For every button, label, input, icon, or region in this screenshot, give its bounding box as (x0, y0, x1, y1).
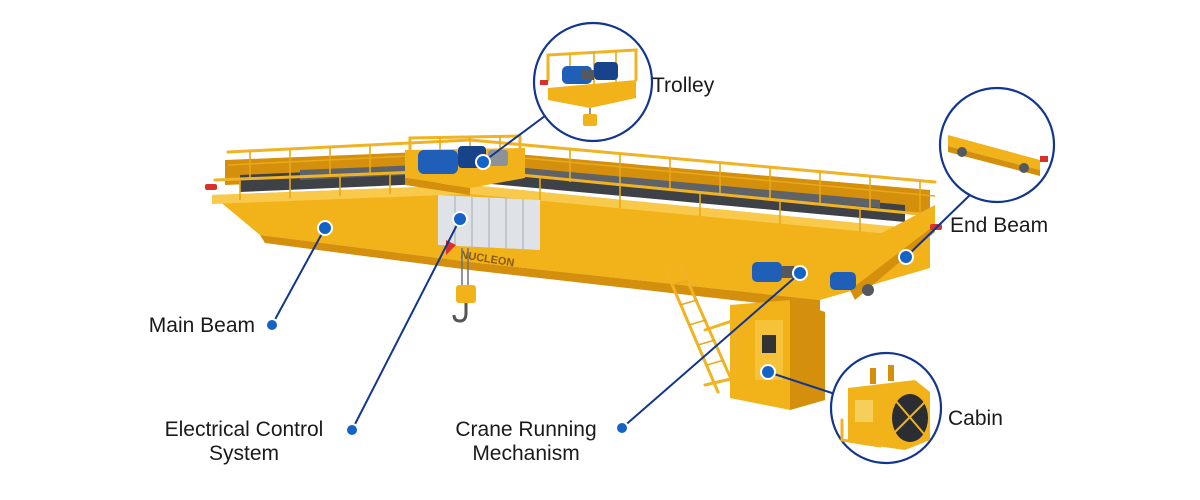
trolley-shape (405, 134, 525, 195)
cabin-callout: Cabin (760, 351, 1003, 465)
ladder-stairs (663, 262, 737, 394)
buffer-left (205, 184, 217, 190)
electrical-leader (351, 218, 461, 431)
running-mechanism-marker (792, 265, 808, 281)
electrical-label-line2: System (209, 442, 279, 465)
main-beam-callout: Main Beam (149, 220, 333, 337)
electrical-label-line1: Electrical Control (165, 418, 324, 441)
trolley-detail-ring (532, 21, 654, 143)
running-mechanism-shape (752, 262, 874, 296)
main-beam-label: Main Beam (149, 314, 255, 337)
double-girder-crane-illustration: NUCLEON (205, 134, 942, 410)
main-beam-label-dot (265, 318, 279, 332)
end-beam-detail-ring (938, 86, 1056, 204)
end-beam-leader (905, 193, 972, 258)
running-mechanism-label-line2: Mechanism (472, 442, 579, 465)
end-beam-callout: End Beam (898, 86, 1056, 265)
running-mechanism-label-dot (615, 421, 629, 435)
running-mechanism-callout: Crane Running Mechanism (455, 265, 808, 465)
trolley-marker (475, 154, 491, 170)
cabin-marker (760, 364, 776, 380)
trolley-callout: Trolley (475, 21, 715, 170)
end-beam-label: End Beam (950, 214, 1048, 237)
electrical-marker (452, 211, 468, 227)
cabin-shape (703, 300, 825, 410)
end-beam-detail-image (948, 135, 1048, 176)
electrical-callout: Electrical Control System (165, 211, 468, 465)
trolley-detail-image (540, 48, 638, 126)
hook-block (452, 248, 476, 323)
running-mechanism-label-line1: Crane Running (455, 418, 596, 441)
cabin-detail-image (840, 365, 930, 450)
end-beam-marker (898, 249, 914, 265)
electrical-label-dot (345, 423, 359, 437)
electrical-cabinets (438, 195, 540, 250)
main-beam-marker (317, 220, 333, 236)
cabin-leader (767, 371, 839, 396)
cabin-label: Cabin (948, 407, 1003, 430)
main-beam-leader (271, 227, 326, 326)
trolley-label: Trolley (652, 74, 715, 97)
running-mechanism-leader (621, 272, 801, 429)
trolley-leader (482, 109, 554, 163)
